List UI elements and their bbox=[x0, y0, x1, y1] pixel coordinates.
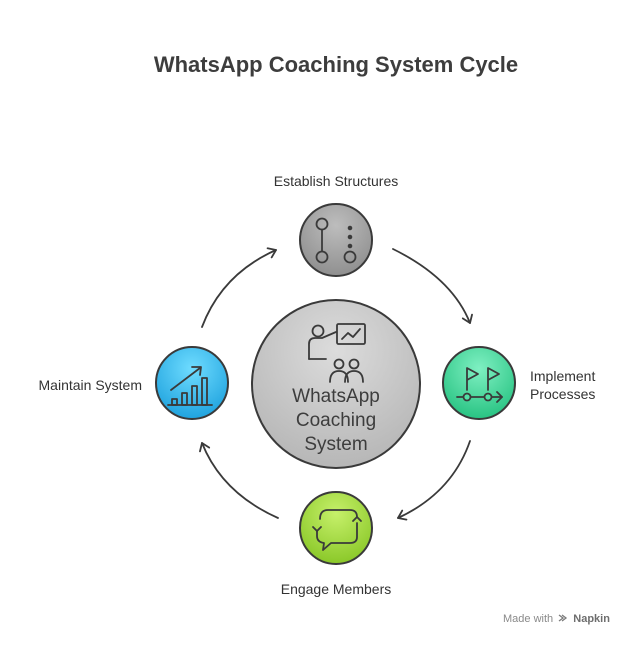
center-label-line3: System bbox=[304, 434, 367, 455]
step-node-maintain bbox=[155, 346, 229, 420]
cycle-arrows bbox=[199, 247, 473, 521]
center-label-line1: WhatsApp bbox=[292, 386, 380, 407]
napkin-brand: Napkin bbox=[573, 613, 610, 625]
step-node-establish bbox=[299, 203, 373, 277]
arrow-top-to-right bbox=[392, 248, 473, 324]
presenter-audience-icon bbox=[308, 323, 366, 383]
step-node-engage bbox=[299, 491, 373, 565]
step-label-implement: Implement Processes bbox=[530, 367, 630, 403]
made-with-text: Made with bbox=[503, 613, 554, 625]
arrow-bottom-to-left bbox=[199, 442, 279, 519]
napkin-logo-icon bbox=[558, 614, 568, 622]
step-label-implement-line2: Processes bbox=[530, 386, 596, 402]
structure-nodes-icon bbox=[315, 217, 357, 264]
flags-process-icon bbox=[456, 367, 503, 403]
step-label-maintain: Maintain System bbox=[38, 377, 142, 393]
step-node-implement bbox=[442, 346, 516, 420]
center-node: WhatsApp Coaching System bbox=[251, 299, 421, 469]
step-label-implement-line1: Implement bbox=[530, 368, 596, 384]
step-label-engage: Engage Members bbox=[280, 581, 392, 597]
growth-chart-icon bbox=[167, 366, 213, 406]
diagram-title: WhatsApp Coaching System Cycle bbox=[153, 52, 519, 77]
arrow-left-to-top bbox=[201, 247, 277, 328]
made-with-footer[interactable]: Made with Napkin bbox=[503, 613, 610, 625]
step-label-establish: Establish Structures bbox=[273, 173, 399, 189]
center-label-line2: Coaching bbox=[296, 410, 376, 431]
chat-refresh-icon bbox=[312, 509, 362, 551]
arrow-right-to-bottom bbox=[397, 440, 471, 521]
